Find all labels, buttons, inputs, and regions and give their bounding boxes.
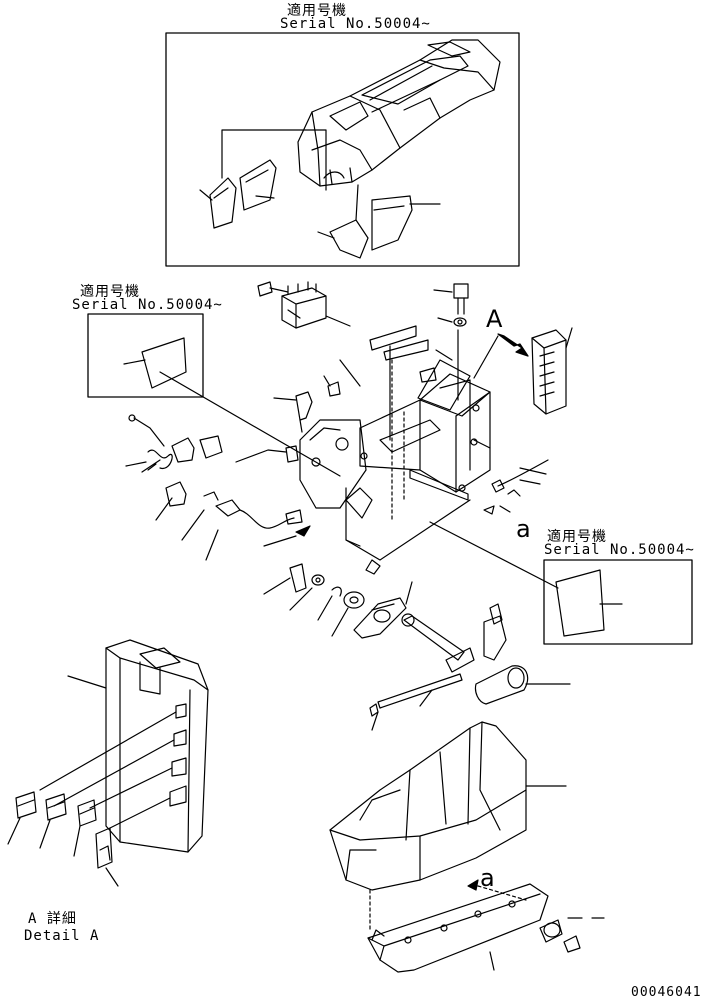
callout-a-lower-label: a [480,864,495,892]
detail-a-housing [40,640,208,852]
detail-a-connectors [8,792,118,886]
pivot-and-plate-parts [264,564,412,638]
controller-module [498,328,572,414]
left-serial-number-label: Serial No.50004~ [72,297,223,313]
view-arrow-A-label: A [486,305,503,333]
console-cover-side-panels [210,130,326,228]
detail-a-english-label: Detail A [24,928,100,944]
top-inset-frame [166,33,519,266]
bolts-and-fasteners [258,282,468,574]
grommets [540,918,604,952]
drawing-number-label: 00046041 [631,985,702,1000]
relay-block [282,282,350,328]
wiring-harness [418,360,548,514]
lever-shaft-assembly [370,604,570,730]
right-serial-number-label: Serial No.50004~ [544,542,695,558]
top-serial-number-label: Serial No.50004~ [280,16,431,32]
lever-switch-parts [126,415,310,560]
main-bracket-frame [300,330,490,560]
right-inset-frame [430,522,692,644]
console-cover-assembly [298,40,500,186]
leader-lines [288,310,546,474]
lower-cover [330,722,566,890]
callout-a-right-label: a [516,515,531,543]
right-applicable-models-label: 適用号機 [547,529,607,545]
clip-strips [340,326,428,440]
left-applicable-models-label: 適用号機 [80,284,140,300]
detail-a-japanese-label: A 詳細 [28,911,77,927]
console-cover-bracket-parts [200,185,440,258]
left-inset-frame [88,314,340,476]
top-applicable-models-label: 適用号機 [287,3,347,19]
bottom-plate [368,880,548,972]
